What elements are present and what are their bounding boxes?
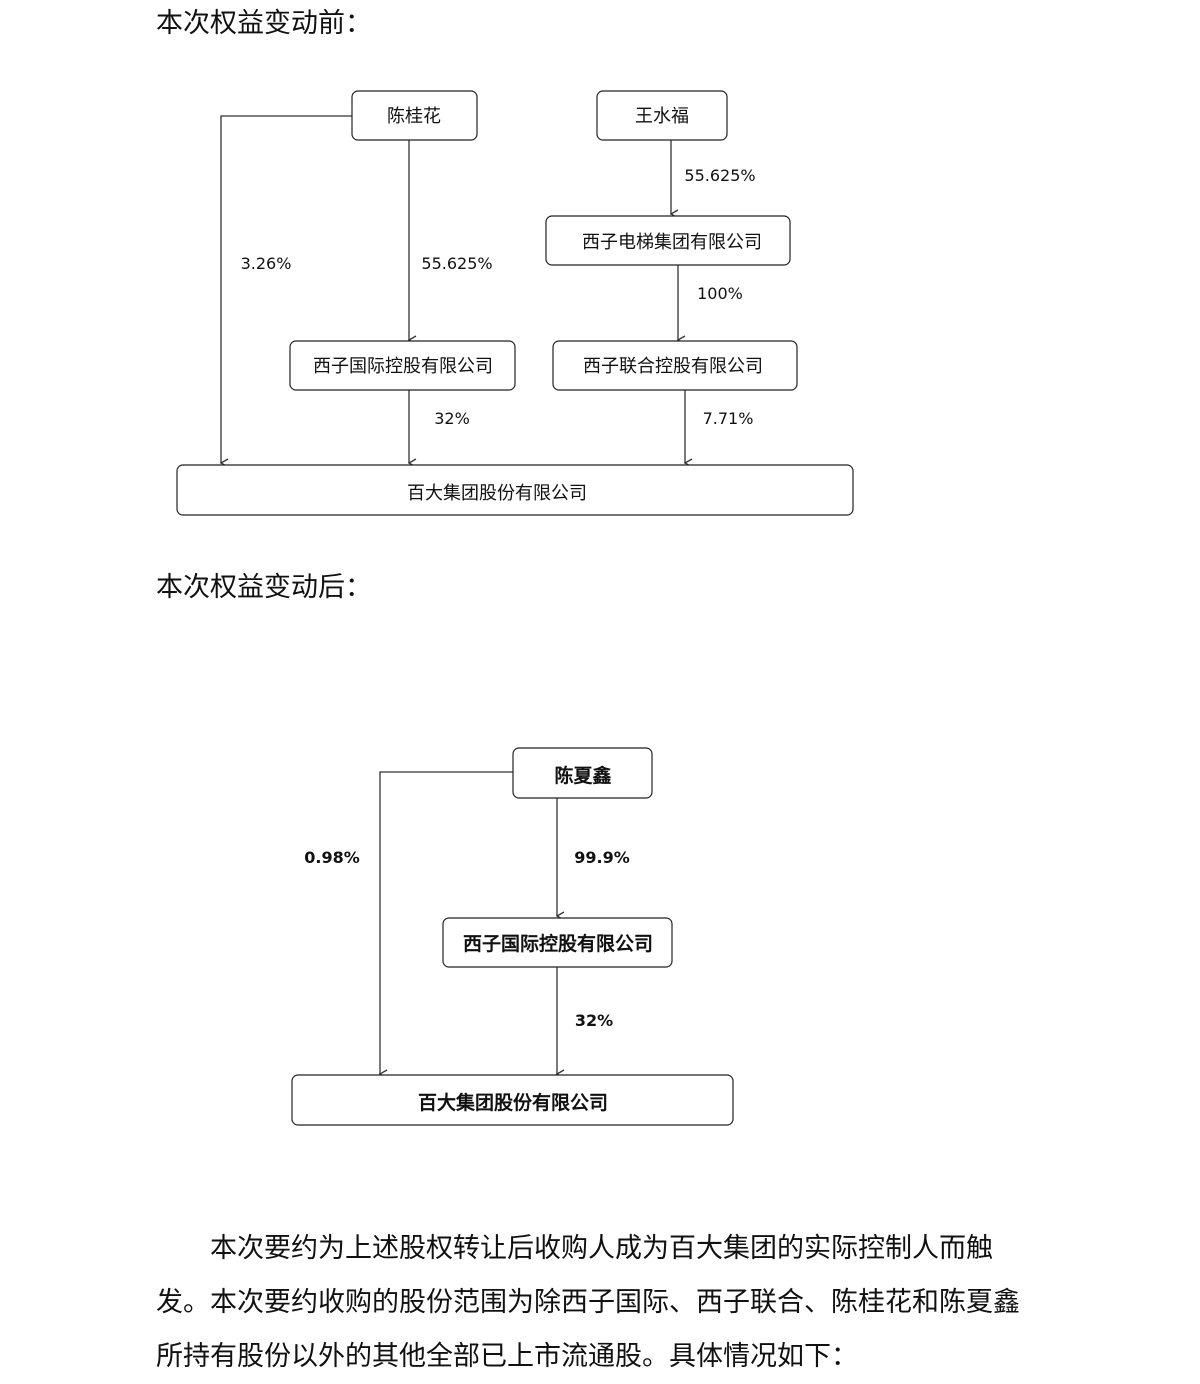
node-wang-shuifu [596,90,728,141]
heading-after: 本次权益变动后： [156,572,372,603]
node-baida-after [291,1074,734,1126]
node-label: 西子联合控股有限公司 [583,356,763,377]
pct-label: 55.625% [421,254,492,273]
node-label: 西子国际控股有限公司 [313,356,493,377]
body-paragraph: 本次要约为上述股权转让后收购人成为百大集团的实际控制人而触 发。本次要约收购的股… [156,1222,1056,1384]
pct-label: 55.625% [684,166,755,185]
ownership-diagram-before: 陈桂花 王水福 西子电梯集团有限公司 西子国际控股有限公司 西子联合控股有限公司… [176,90,854,516]
node-label: 西子国际控股有限公司 [463,932,653,955]
node-label: 百大集团股份有限公司 [407,483,587,504]
node-baida [176,464,854,516]
paragraph-line: 本次要约为上述股权转让后收购人成为百大集团的实际控制人而触 [210,1233,993,1264]
pct-label: 100% [697,284,743,303]
node-xizi-elevator [545,215,791,266]
node-label: 王水福 [635,106,689,127]
ownership-diagram-after: 陈夏鑫 西子国际控股有限公司 百大集团股份有限公司 0.98% 99.9% 32… [291,747,734,1126]
paragraph-line: 发。本次要约收购的股份范围为除西子国际、西子联合、陈桂花和陈夏鑫 [156,1287,1020,1318]
node-label: 陈夏鑫 [554,764,611,787]
pct-label: 3.26% [241,254,292,273]
node-label: 陈桂花 [387,106,441,127]
node-chen-guihua [351,90,478,141]
edge-chenxx-to-baida [378,771,513,1079]
edge-chen-to-baida [219,115,352,468]
node-xizi-intl-after [442,917,673,968]
pct-label: 7.71% [703,409,754,428]
pct-label: 32% [434,409,470,428]
heading-before: 本次权益变动前： [156,8,372,39]
node-label: 百大集团股份有限公司 [418,1091,608,1114]
pct-label: 0.98% [304,848,360,867]
paragraph-line: 所持有股份以外的其他全部已上市流通股。具体情况如下： [156,1341,858,1372]
pct-label: 32% [575,1011,613,1030]
node-label: 西子电梯集团有限公司 [582,232,762,253]
node-xizi-intl [289,340,516,391]
node-xizi-lianhe [552,340,798,391]
pct-label: 99.9% [574,848,630,867]
node-chen-xiaxin [512,747,653,799]
